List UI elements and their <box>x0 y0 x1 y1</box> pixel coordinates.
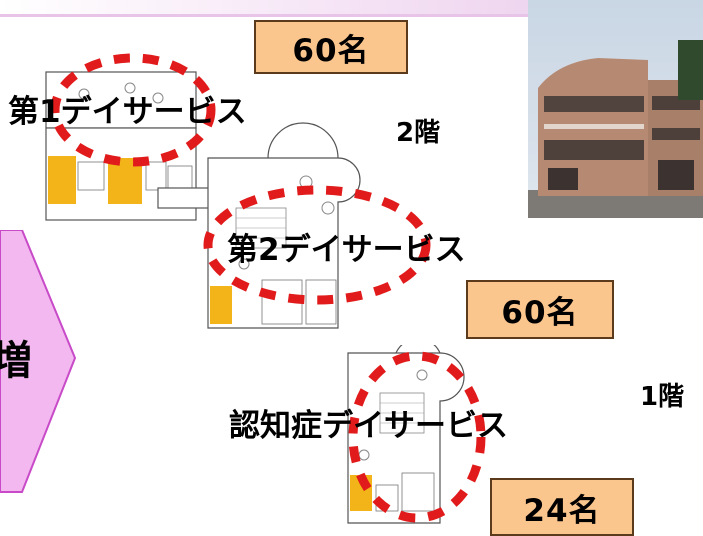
highlight-dementia <box>348 351 486 523</box>
highlight-day1 <box>50 53 216 167</box>
capacity-badge-mid: 60名 <box>466 280 614 339</box>
top-gradient-band <box>0 0 703 14</box>
capacity-badge-top: 60名 <box>254 20 408 74</box>
floor-plan-1f <box>347 345 465 524</box>
side-kanji: 増 <box>0 338 32 384</box>
capacity-badge-bottom: 24名 <box>490 478 634 536</box>
label-dementia-day-service: 認知症デイサービス <box>229 408 508 444</box>
highlight-day2 <box>203 185 431 305</box>
label-day-service-1: 第1デイサービス <box>8 94 247 130</box>
floor-label-1f: 1階 <box>640 382 685 412</box>
top-divider <box>0 14 530 17</box>
label-day-service-2: 第2デイサービス <box>227 232 466 268</box>
building-photo <box>528 0 703 218</box>
pink-arrow-shape <box>0 230 77 493</box>
floor-label-2f: 2階 <box>396 118 441 148</box>
